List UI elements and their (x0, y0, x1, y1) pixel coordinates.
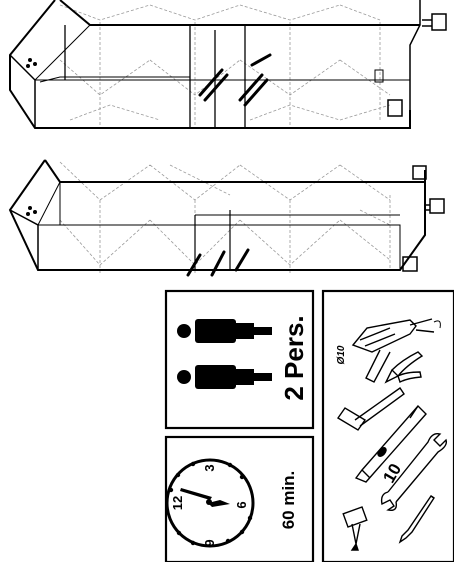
cabinet-diagram-middle (8, 159, 445, 277)
clock-icon: 12 3 6 9 (165, 458, 255, 548)
screwdriver-icon (398, 495, 435, 544)
person-icon (177, 365, 272, 389)
pliers-icon (384, 351, 424, 384)
cabinet-diagram-top (9, 0, 447, 129)
clock-number-9: 9 (202, 539, 217, 546)
drill-bit-label: Ø10 (336, 345, 347, 364)
clock-number-3: 3 (202, 464, 217, 471)
persons-required-panel: 2 Pers. (164, 289, 315, 430)
tools-required-panel: Ø10 10 (321, 289, 454, 562)
persons-label: 2 Pers. (279, 315, 309, 400)
wrench-icon (380, 432, 448, 512)
clock-number-12: 12 (170, 496, 185, 510)
assembly-time-panel: 12 3 6 9 60 min. (164, 435, 315, 562)
clock-number-6: 6 (234, 501, 249, 508)
clock-hands (180, 488, 230, 507)
screw-bit-icon (342, 506, 368, 551)
person-icon (177, 319, 272, 343)
spirit-level-icon (354, 404, 427, 483)
hammer-icon (336, 387, 405, 431)
drill-icon (351, 318, 441, 383)
time-label: 60 min. (279, 471, 298, 530)
